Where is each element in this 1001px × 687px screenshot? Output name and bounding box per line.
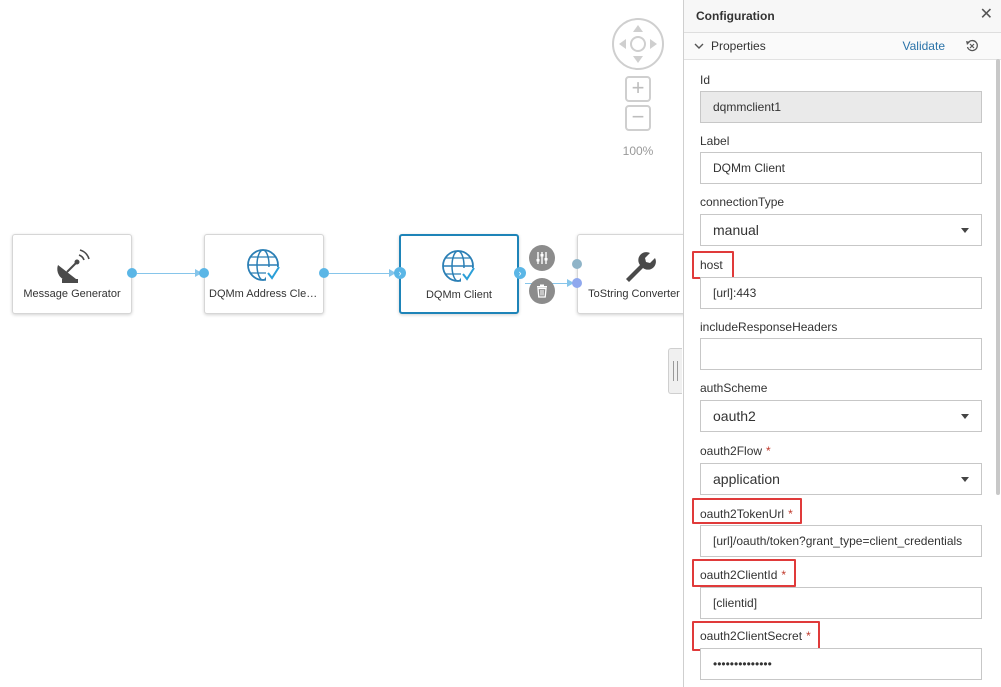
input-port[interactable] xyxy=(572,259,582,269)
reset-icon[interactable] xyxy=(965,39,979,53)
section-title: Properties xyxy=(711,39,766,53)
connection-edge[interactable] xyxy=(329,269,396,277)
panel-title: Configuration xyxy=(696,9,775,23)
dropdown-caret-icon xyxy=(961,414,969,419)
label-field[interactable]: DQMm Client xyxy=(700,152,982,184)
oauth2-flow-value: application xyxy=(713,471,780,487)
node-settings-button[interactable] xyxy=(529,245,555,271)
connection-type-select[interactable]: manual xyxy=(700,214,982,246)
panel-header: Configuration ✕ xyxy=(684,0,1001,33)
oauth2-client-secret-field[interactable]: •••••••••••••• xyxy=(700,648,982,680)
trash-icon xyxy=(537,284,547,298)
label-label: Label xyxy=(700,134,730,148)
dropdown-caret-icon xyxy=(961,228,969,233)
highlight-box xyxy=(692,559,796,587)
globe-check-icon xyxy=(401,246,517,286)
connection-edge[interactable] xyxy=(137,269,202,277)
node-label: Message Generator xyxy=(23,288,121,300)
include-response-headers-label: includeResponseHeaders xyxy=(700,320,838,334)
pan-control[interactable] xyxy=(612,18,664,70)
zoom-in-button[interactable]: + xyxy=(625,76,651,102)
auth-scheme-value: oauth2 xyxy=(713,408,756,424)
highlight-box xyxy=(692,621,820,651)
validate-button[interactable]: Validate xyxy=(902,39,945,53)
node-dqmm-client[interactable]: DQMm Client xyxy=(399,234,519,314)
satellite-dish-icon xyxy=(13,245,131,285)
node-label: ToString Converter xyxy=(588,288,680,300)
configuration-panel: Configuration ✕ Properties Validate Id d… xyxy=(683,0,1001,687)
connection-type-label: connectionType xyxy=(700,195,785,209)
connection-type-value: manual xyxy=(713,222,759,238)
host-label: host xyxy=(700,258,723,272)
node-tostring-converter[interactable]: ToString Converter xyxy=(577,234,683,314)
output-port[interactable] xyxy=(127,268,137,278)
node-message-generator[interactable]: Message Generator xyxy=(12,234,132,314)
panel-resize-handle[interactable] xyxy=(668,348,682,394)
highlight-box xyxy=(692,498,802,524)
dropdown-caret-icon xyxy=(961,477,969,482)
include-response-headers-field[interactable] xyxy=(700,338,982,370)
auth-scheme-select[interactable]: oauth2 xyxy=(700,400,982,432)
input-port[interactable]: › xyxy=(394,267,406,279)
wrench-icon xyxy=(578,245,683,285)
oauth2-flow-label: oauth2Flow* xyxy=(700,444,771,458)
node-delete-button[interactable] xyxy=(529,278,555,304)
oauth2-flow-select[interactable]: application xyxy=(700,463,982,495)
properties-section-header[interactable]: Properties Validate xyxy=(684,33,1001,60)
oauth2-token-url-label: oauth2TokenUrl* xyxy=(700,507,793,521)
zoom-level: 100% xyxy=(622,144,654,158)
close-icon[interactable]: ✕ xyxy=(979,6,993,23)
node-label: DQMm Client xyxy=(425,289,492,301)
input-port[interactable] xyxy=(572,278,582,288)
oauth2-token-url-field[interactable]: [url]/oauth/token?grant_type=client_cred… xyxy=(700,525,982,557)
input-port[interactable] xyxy=(199,268,209,278)
panel-scrollbar[interactable] xyxy=(996,59,1000,495)
flow-canvas[interactable]: + − 100% Message Generator xyxy=(0,0,683,687)
id-label: Id xyxy=(700,73,711,87)
highlight-box xyxy=(692,251,734,279)
settings-sliders-icon xyxy=(536,252,548,264)
oauth2-client-id-field[interactable]: [clientid] xyxy=(700,587,982,619)
zoom-out-button[interactable]: − xyxy=(625,105,651,131)
oauth2-client-secret-label: oauth2ClientSecret* xyxy=(700,629,811,643)
globe-check-icon xyxy=(205,245,323,285)
node-label: DQMm Address Clea… xyxy=(209,288,319,300)
auth-scheme-label: authScheme xyxy=(700,381,768,395)
oauth2-client-id-label: oauth2ClientId* xyxy=(700,568,787,582)
chevron-down-icon xyxy=(694,43,704,49)
output-port[interactable] xyxy=(319,268,329,278)
node-dqmm-address-cleanse[interactable]: DQMm Address Clea… xyxy=(204,234,324,314)
output-port[interactable]: › xyxy=(514,267,526,279)
id-field: dqmmclient1 xyxy=(700,91,982,123)
host-field[interactable]: [url]:443 xyxy=(700,277,982,309)
